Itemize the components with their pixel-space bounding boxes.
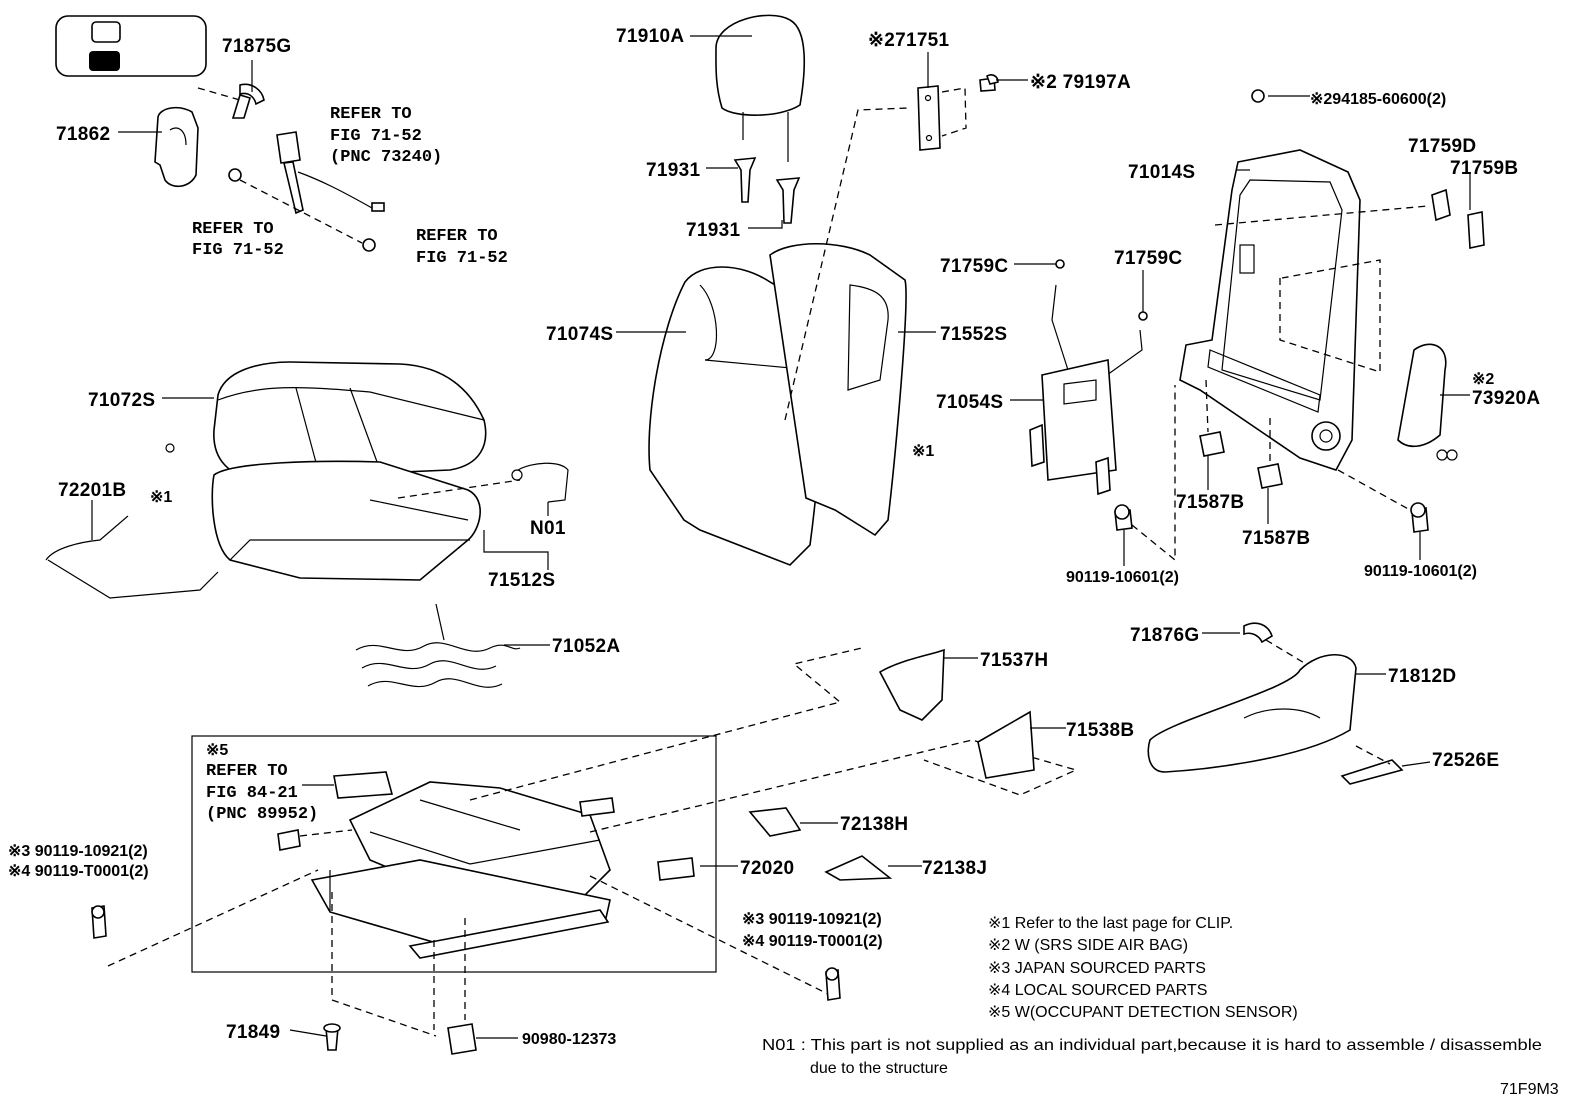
seatback-cover — [648, 107, 909, 566]
label-N01: N01 — [530, 518, 566, 539]
label-mark1-b: ※1 — [912, 443, 934, 460]
label-79197A: ※2 79197A — [1030, 72, 1131, 93]
label-71074S: 71074S — [546, 324, 613, 345]
label-71512S: 71512S — [488, 570, 555, 591]
label-71812D: 71812D — [1388, 666, 1456, 687]
label-71072S: 71072S — [88, 390, 155, 411]
label-71538B: 71538B — [1066, 720, 1134, 741]
belt-ref-line3: (PNC 73240) — [330, 148, 442, 167]
label-71759B: 71759B — [1450, 158, 1518, 179]
box-ref-line2: FIG 84-21 — [206, 784, 298, 803]
label-71759D: 71759D — [1408, 136, 1476, 157]
label-72201B: 72201B — [58, 480, 126, 501]
label-left-bolt-4: ※4 90119-T0001(2) — [8, 863, 149, 880]
label-71537H: 71537H — [980, 650, 1048, 671]
belt-left-ref-line2: FIG 71-52 — [192, 241, 284, 260]
label-72138H: 72138H — [840, 814, 908, 835]
note-3: ※3 JAPAN SOURCED PARTS — [988, 960, 1206, 977]
figure-id: 71F9M3 — [1500, 1081, 1559, 1098]
label-71751: ※271751 — [868, 30, 950, 51]
note-4: ※4 LOCAL SOURCED PARTS — [988, 982, 1207, 999]
label-72526E: 72526E — [1432, 750, 1499, 771]
seat-adjuster-box — [107, 647, 1078, 1037]
label-94185: ※294185-60600(2) — [1310, 91, 1446, 108]
leader-lines — [91, 35, 1471, 1039]
label-71875G: 71875G — [222, 36, 291, 57]
label-72138J: 72138J — [922, 858, 987, 879]
belt-ref-line2: FIG 71-52 — [330, 127, 422, 146]
fasteners — [91, 905, 841, 1055]
box-ref-mark: ※5 — [206, 742, 228, 759]
box-ref-line1: REFER TO — [206, 762, 288, 781]
label-71931-b: 71931 — [686, 220, 740, 241]
cushion-wire — [45, 443, 219, 599]
side-clips — [1055, 188, 1485, 461]
belt-buckle-group — [154, 83, 385, 252]
label-right-bolt-4: ※4 90119-T0001(2) — [742, 933, 883, 950]
note-5: ※5 W(OCCUPANT DETECTION SENSOR) — [988, 1004, 1298, 1021]
note-n01-line1: N01 : This part is not supplied as an in… — [762, 1037, 1542, 1054]
belt-ref-line1: REFER TO — [330, 105, 412, 124]
n01-harness — [397, 462, 569, 503]
label-90119-10601-b: 90119-10601(2) — [1364, 563, 1477, 580]
seat-position-indicator — [55, 15, 207, 77]
reference-texts: REFER TO FIG 71-52 (PNC 73240) REFER TO … — [192, 105, 508, 824]
trim-covers — [878, 622, 1404, 785]
seat-cushion — [211, 361, 487, 581]
label-73920A: 73920A — [1472, 388, 1540, 409]
lumbar-support — [1029, 284, 1176, 562]
label-71552S: 71552S — [940, 324, 1007, 345]
belt-right-ref-line1: REFER TO — [416, 227, 498, 246]
small-covers — [748, 807, 893, 881]
label-71014S: 71014S — [1128, 162, 1195, 183]
seatback-frame — [1179, 89, 1429, 471]
label-71931-a: 71931 — [646, 160, 700, 181]
note-2: ※2 W (SRS SIDE AIR BAG) — [988, 937, 1188, 954]
label-mark1-a: ※1 — [150, 489, 172, 506]
label-left-bolt-3: ※3 90119-10921(2) — [8, 843, 148, 860]
label-71587B-a: 71587B — [1176, 492, 1244, 513]
footnotes: ※1 Refer to the last page for CLIP. ※2 W… — [762, 915, 1559, 1098]
label-71052A: 71052A — [552, 636, 620, 657]
label-73920A-mark: ※2 — [1472, 371, 1494, 388]
frame-clips — [1199, 379, 1429, 533]
side-bracket — [917, 74, 999, 151]
box-ref-line3: (PNC 89952) — [206, 805, 318, 824]
part-labels: 71875G 71862 71910A 71931 71931 ※271751 … — [8, 26, 1540, 1048]
label-71759C-a: 71759C — [940, 256, 1008, 277]
headrest — [715, 14, 806, 224]
label-71849: 71849 — [226, 1022, 280, 1043]
label-71759C-b: 71759C — [1114, 248, 1182, 269]
label-right-bolt-3: ※3 90119-10921(2) — [742, 911, 882, 928]
label-71054S: 71054S — [936, 392, 1003, 413]
note-n01-line2: due to the structure — [810, 1060, 948, 1077]
spring-mat — [355, 603, 521, 688]
label-90119-10601-a: 90119-10601(2) — [1066, 569, 1179, 586]
note-1: ※1 Refer to the last page for CLIP. — [988, 915, 1233, 932]
belt-left-ref-line1: REFER TO — [192, 220, 274, 239]
label-71862: 71862 — [56, 124, 110, 145]
belt-right-ref-line2: FIG 71-52 — [416, 249, 508, 268]
label-90980-12373: 90980-12373 — [522, 1031, 616, 1048]
label-71876G: 71876G — [1130, 625, 1199, 646]
label-71910A: 71910A — [616, 26, 684, 47]
label-71587B-b: 71587B — [1242, 528, 1310, 549]
label-72020: 72020 — [740, 858, 794, 879]
